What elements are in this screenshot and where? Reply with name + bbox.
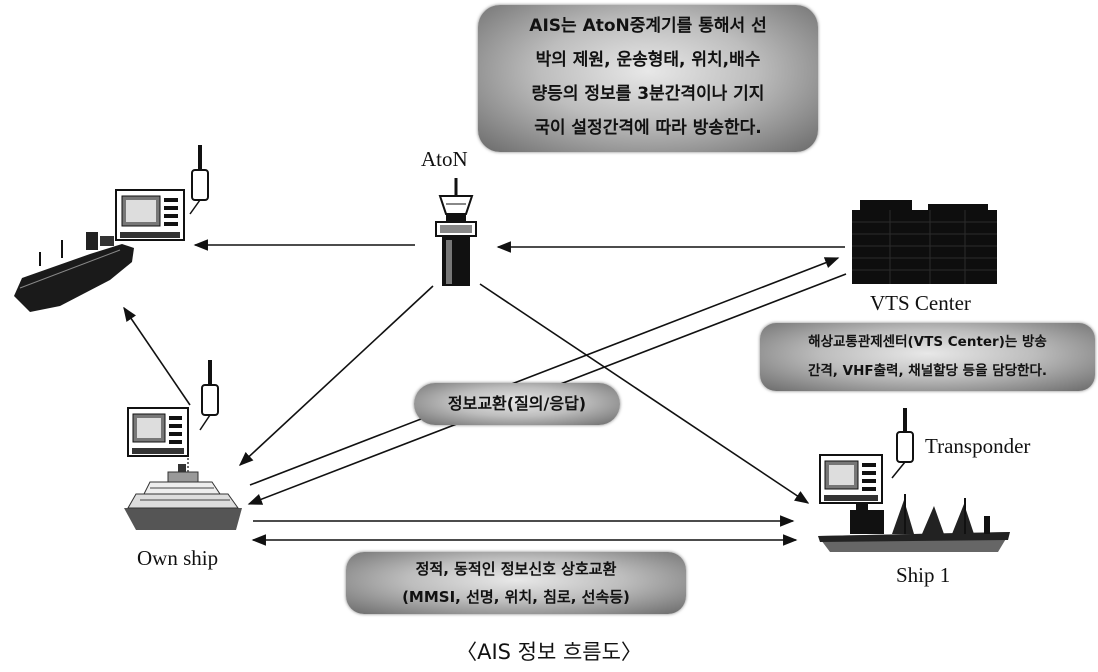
- topleft-ship-icon: [14, 232, 134, 312]
- aton-info-bubble: AIS는 AtoN중계기를 통해서 선 박의 제원, 운송형태, 위치,배수 량…: [478, 5, 818, 152]
- ship1-radio-terminal: [820, 408, 913, 503]
- ownship-radio-terminal: [128, 360, 218, 480]
- vts-info-line-2: 간격, VHF출력, 채널할당 등을 담당한다.: [760, 357, 1095, 386]
- aton-label: AtoN: [421, 147, 468, 172]
- static-info-line-1: 정적, 동적인 정보신호 상호교환: [346, 555, 686, 583]
- arrow-ownship-to-topleft-ship: [124, 308, 190, 405]
- aton-tower-icon: [436, 178, 476, 286]
- vts-info-line-1: 해상교통관제센터(VTS Center)는 방송: [760, 328, 1095, 357]
- topleft-radio-terminal: [116, 145, 208, 240]
- aton-info-line-2: 박의 제원, 운송형태, 위치,배수: [478, 43, 818, 77]
- ownship-icon: [124, 464, 242, 530]
- static-info-bubble: 정적, 동적인 정보신호 상호교환 (MMSI, 선명, 위치, 침로, 선속등…: [346, 552, 686, 614]
- exchange-text: 정보교환(질의/응답): [414, 383, 620, 425]
- aton-info-line-1: AIS는 AtoN중계기를 통해서 선: [478, 9, 818, 43]
- vts-center-label: VTS Center: [870, 291, 971, 316]
- vts-info-bubble: 해상교통관제센터(VTS Center)는 방송 간격, VHF출력, 채널할당…: [760, 323, 1095, 391]
- ship1-label: Ship 1: [896, 563, 950, 588]
- arrow-ownship-to-vts: [250, 258, 838, 485]
- exchange-bubble: 정보교환(질의/응답): [414, 383, 620, 425]
- aton-info-line-4: 국이 설정간격에 따라 방송한다.: [478, 111, 818, 145]
- arrow-aton-to-ownship: [240, 286, 433, 465]
- vts-center-building-icon: [852, 200, 997, 284]
- figure-caption: 〈AIS 정보 흐름도〉: [0, 636, 1098, 666]
- transponder-label: Transponder: [925, 434, 1030, 459]
- static-info-line-2: (MMSI, 선명, 위치, 침로, 선속등): [346, 583, 686, 611]
- own-ship-label: Own ship: [137, 546, 218, 571]
- aton-info-line-3: 량등의 정보를 3분간격이나 기지: [478, 77, 818, 111]
